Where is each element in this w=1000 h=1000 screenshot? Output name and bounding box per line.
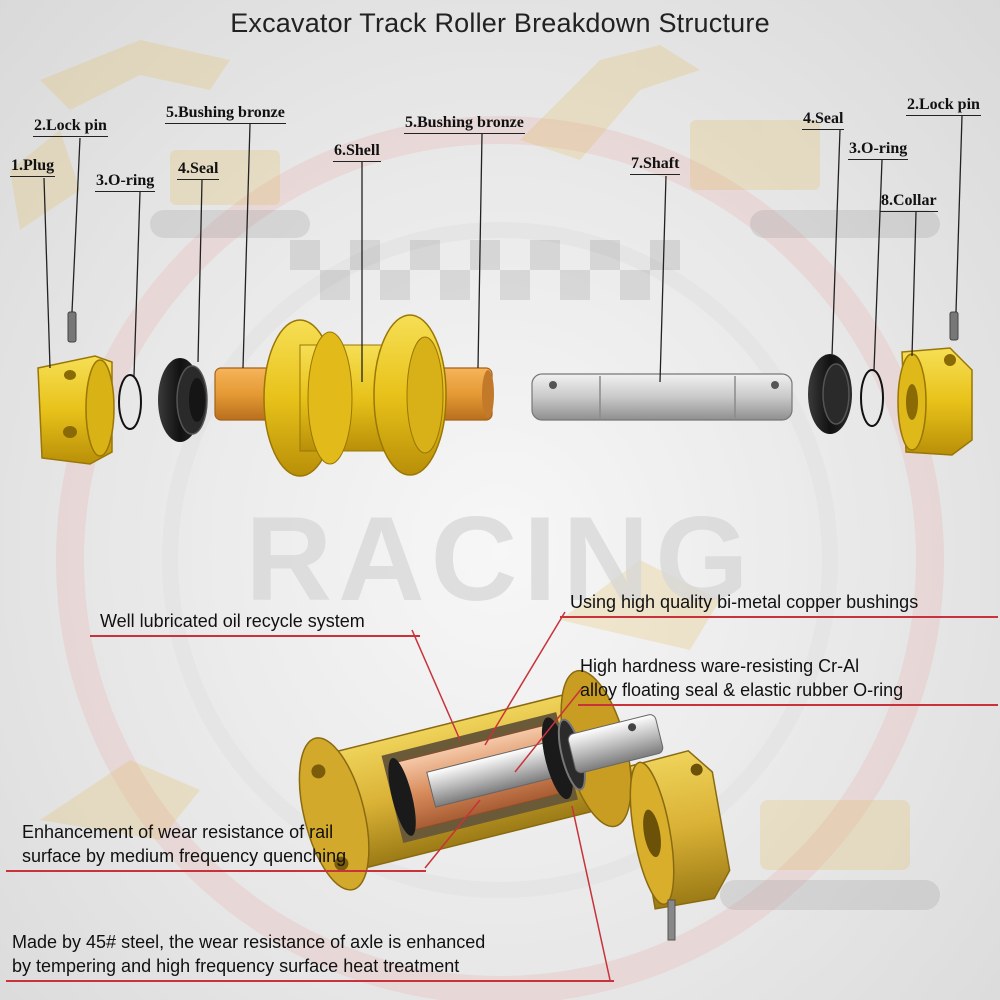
seal-left-part: [158, 358, 208, 442]
feature-oil-system: Well lubricated oil recycle system: [90, 609, 420, 637]
label-lock-pin-right: 2.Lock pin: [906, 96, 981, 116]
o-ring-right-part: [860, 369, 884, 427]
lock-pin-right-part: [949, 311, 959, 341]
label-lock-pin-left: 2.Lock pin: [33, 117, 108, 137]
label-shaft: 7.Shaft: [630, 155, 681, 175]
part-leader-lines: [43, 115, 963, 383]
diagram-title: Excavator Track Roller Breakdown Structu…: [230, 8, 770, 38]
label-seal-right: 4.Seal: [802, 110, 845, 130]
feature-floating-seal: High hardness ware-resisting Cr-Al alloy…: [578, 654, 998, 706]
label-plug: 1.Plug: [10, 157, 56, 177]
label-collar: 8.Collar: [880, 192, 938, 212]
feature-copper-bushings: Using high quality bi-metal copper bushi…: [560, 590, 998, 618]
watermark-racing-text: RACING: [245, 492, 754, 626]
cutaway-floating-seal: [541, 717, 573, 800]
o-ring-left-part: [118, 374, 142, 430]
feature-axle-steel: Made by 45# steel, the wear resistance o…: [6, 930, 614, 982]
cutaway-lock-pin: [667, 899, 676, 941]
label-bushing-bronze-left: 5.Bushing bronze: [165, 104, 286, 124]
seal-right-part: [808, 354, 852, 434]
label-o-ring-right: 3.O-ring: [848, 140, 909, 160]
cutaway-collar: [629, 749, 731, 910]
shell-part: [214, 314, 494, 477]
plug-part: [37, 355, 115, 465]
label-shell: 6.Shell: [333, 142, 381, 162]
cutaway-axle: [567, 714, 664, 774]
collar-part: [897, 347, 973, 456]
shaft-part: [531, 373, 793, 421]
label-bushing-bronze-right: 5.Bushing bronze: [404, 114, 525, 134]
feature-leader-lines: [411, 611, 611, 981]
label-seal-left: 4.Seal: [177, 160, 220, 180]
feature-rail-surface: Enhancement of wear resistance of rail s…: [6, 820, 426, 872]
label-o-ring-left: 3.O-ring: [95, 172, 156, 192]
